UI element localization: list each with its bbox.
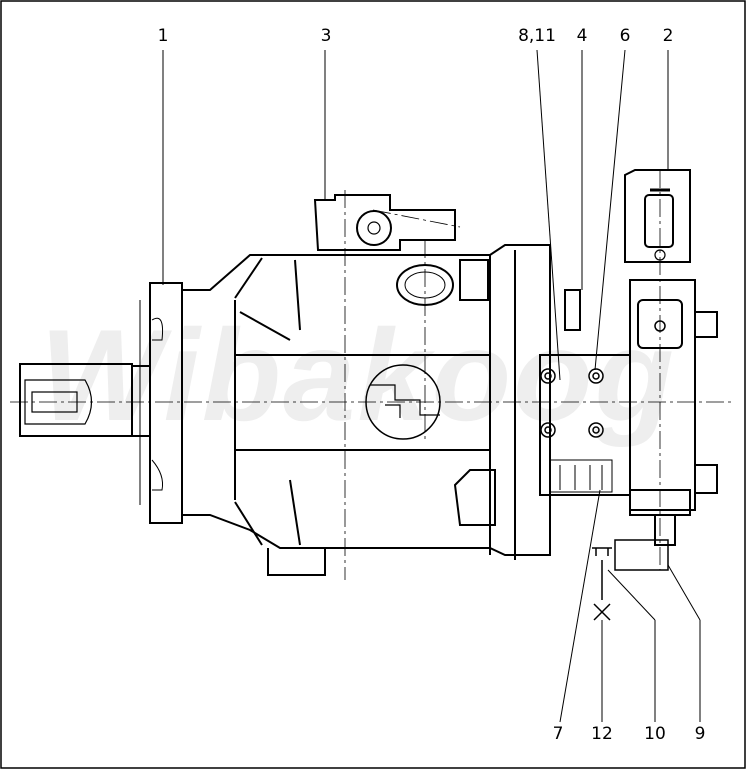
callout-10: 10 [644, 724, 666, 744]
callout-7: 7 [552, 724, 564, 744]
callout-4: 4 [576, 26, 588, 46]
callout-9: 9 [694, 724, 706, 744]
watermark: Wibakoog [40, 302, 676, 448]
callout-8-11: 8,11 [518, 26, 556, 46]
callout-6: 6 [619, 26, 631, 46]
valve-3 [313, 194, 456, 251]
leader-lines [162, 49, 701, 723]
housing-details [234, 250, 581, 576]
symbol-12 [592, 547, 612, 621]
centerlines [10, 170, 735, 580]
mounting-flange [131, 244, 551, 556]
valve-2 [624, 169, 691, 263]
control-block [539, 279, 718, 571]
callout-1: 1 [157, 26, 169, 46]
callout-2: 2 [662, 26, 674, 46]
callout-12: 12 [591, 724, 613, 744]
callout-3: 3 [320, 26, 332, 46]
shaft [19, 363, 133, 437]
